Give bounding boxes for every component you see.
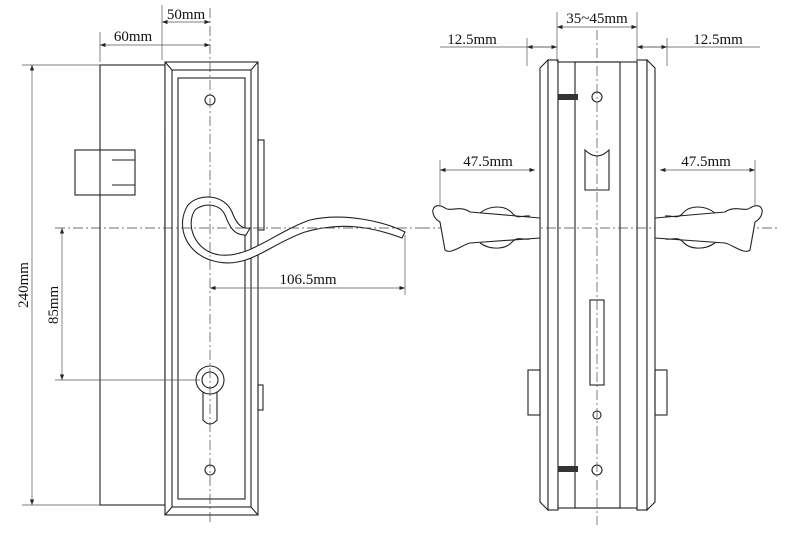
lever-handle bbox=[181, 196, 406, 264]
latch-slot bbox=[584, 148, 610, 191]
dim-35-45mm: 35~45mm bbox=[566, 11, 628, 27]
front-dimensions: 50mm 60mm 240mm 85mm 106.5mm bbox=[16, 5, 406, 506]
dim-47-5mm-right: 47.5mm bbox=[681, 154, 731, 170]
dim-85mm: 85mm bbox=[46, 286, 62, 325]
dim-106-5mm: 106.5mm bbox=[279, 272, 336, 288]
dim-47-5mm-left: 47.5mm bbox=[463, 154, 513, 170]
dim-12-5mm-right: 12.5mm bbox=[693, 32, 743, 48]
side-dimensions: 35~45mm 12.5mm 12.5mm 47.5mm 47.5mm bbox=[439, 11, 760, 205]
front-view bbox=[55, 8, 420, 522]
handle-left bbox=[432, 205, 541, 252]
latch-bolt bbox=[74, 149, 136, 196]
dim-240mm: 240mm bbox=[16, 262, 32, 308]
dim-12-5mm-left: 12.5mm bbox=[447, 32, 497, 48]
side-view bbox=[420, 30, 780, 525]
escutcheon-plate bbox=[164, 61, 259, 516]
lock-case bbox=[99, 64, 166, 506]
dim-50mm: 50mm bbox=[167, 7, 206, 23]
dim-60mm: 60mm bbox=[114, 29, 153, 45]
handle-right bbox=[654, 205, 763, 252]
door-section bbox=[557, 61, 638, 509]
